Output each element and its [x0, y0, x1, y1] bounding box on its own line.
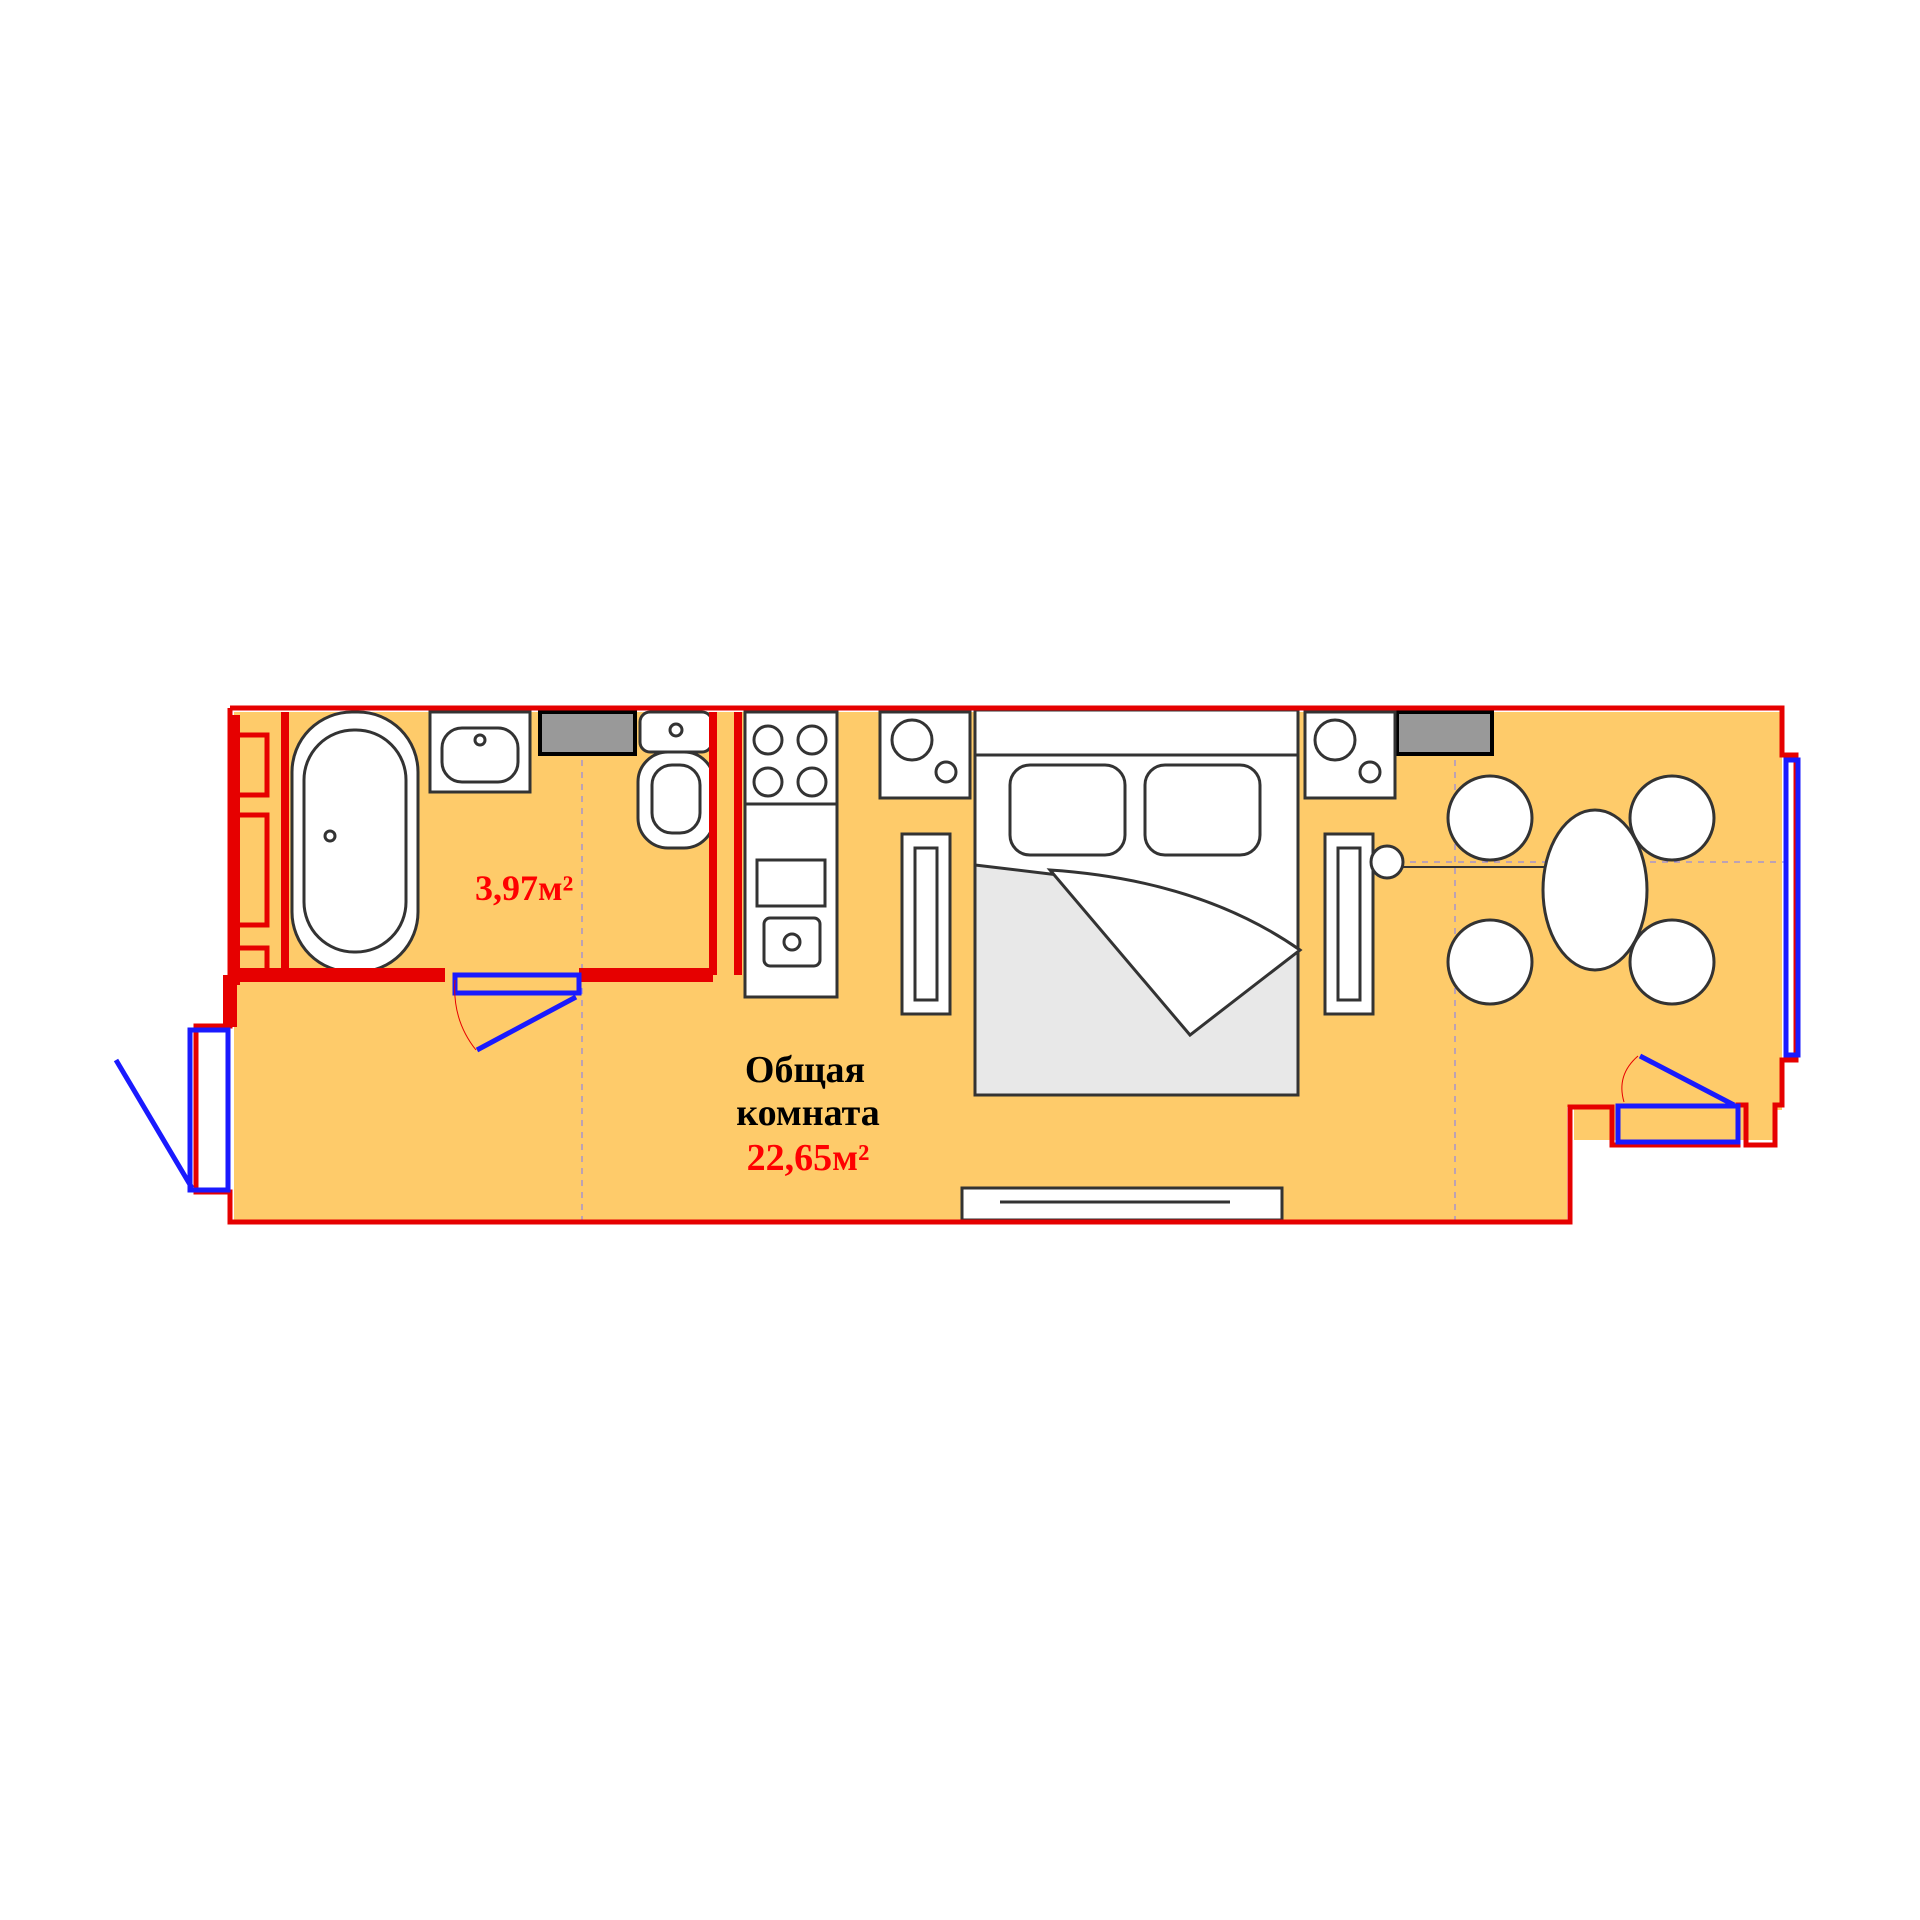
sink-icon — [428, 710, 532, 794]
stove-icon — [743, 710, 839, 806]
door-icon[interactable] — [1638, 1053, 1736, 1108]
door-frame-balcony[interactable] — [1615, 1103, 1741, 1145]
wardrobe-left-inner — [913, 846, 939, 1002]
wardrobe-left — [900, 832, 952, 1016]
openings — [113, 757, 1801, 1193]
wardrobe-right-inner — [1336, 846, 1362, 1002]
window-icon — [187, 1027, 231, 1193]
nightstand-icon — [878, 710, 972, 800]
lamp-icon — [1369, 844, 1405, 880]
armchair-icon — [1446, 918, 1534, 1006]
wardrobe-right — [1323, 832, 1375, 1016]
bathroom-area: 3,97м² — [475, 868, 573, 908]
furniture — [290, 708, 1716, 1222]
sofa-icon — [960, 1186, 1284, 1222]
nightstand-icon — [1303, 710, 1397, 800]
window-icon — [1783, 757, 1801, 1058]
vent-shaft-1 — [538, 710, 637, 756]
kitchen-sink-icon — [743, 802, 839, 999]
dining-table-icon — [1541, 808, 1649, 972]
bed-icon — [973, 708, 1303, 1097]
door-icon[interactable] — [113, 1058, 195, 1190]
armchair-icon — [1628, 918, 1716, 1006]
armchair-icon — [1446, 774, 1534, 862]
vent-shaft-2 — [1395, 710, 1494, 756]
main-room-area: 22,65м² — [747, 1137, 870, 1179]
door-icon[interactable] — [475, 994, 578, 1053]
bathtub-icon — [290, 710, 420, 974]
main-room-name-line1: Общая — [745, 1049, 865, 1091]
armchair-icon — [1628, 774, 1716, 862]
toilet-icon — [636, 710, 716, 850]
main-room-name-line2: комната — [736, 1092, 880, 1134]
